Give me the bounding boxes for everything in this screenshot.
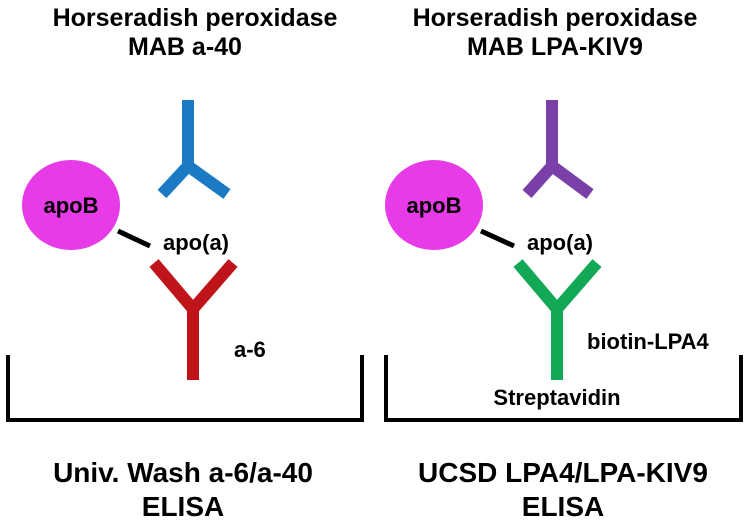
right-apob-label: apoB	[407, 193, 462, 218]
right-assay-name-line2: ELISA	[522, 491, 604, 522]
right-plate-coating-label: Streptavidin	[493, 385, 620, 410]
right-assay-name-line1: UCSD LPA4/LPA-KIV9	[418, 457, 708, 488]
left-plate-well	[6, 355, 364, 422]
left-detection-title-line2: MAB a-40	[128, 33, 242, 61]
left-detection-title-line1: Horseradish peroxidase	[53, 4, 338, 32]
right-capture-antibody-icon	[513, 259, 602, 380]
left-apob-particle	[22, 160, 120, 250]
right-detection-title-line2: MAB LPA-KIV9	[467, 33, 643, 61]
left-apoa-label: apo(a)	[163, 230, 229, 255]
left-apob-label: apoB	[44, 193, 99, 218]
left-apoa-linker	[116, 228, 152, 249]
right-detection-title-line1: Horseradish peroxidase	[413, 4, 698, 32]
left-assay-name-line2: ELISA	[142, 491, 224, 522]
left-capture-label: a-6	[234, 337, 266, 362]
left-detection-antibody-icon	[157, 100, 231, 199]
right-detection-antibody-icon	[522, 100, 594, 199]
right-apob-particle	[385, 160, 483, 250]
left-panel: Horseradish peroxidase MAB a-40 apoB apo…	[6, 4, 364, 522]
left-capture-antibody-icon	[149, 259, 238, 380]
right-panel: Horseradish peroxidase MAB LPA-KIV9 apoB…	[384, 4, 743, 522]
right-apoa-linker	[479, 228, 516, 249]
left-assay-name-line1: Univ. Wash a-6/a-40	[53, 457, 313, 488]
right-plate-well	[384, 355, 743, 422]
right-capture-label: biotin-LPA4	[587, 329, 710, 354]
right-apoa-label: apo(a)	[527, 230, 593, 255]
